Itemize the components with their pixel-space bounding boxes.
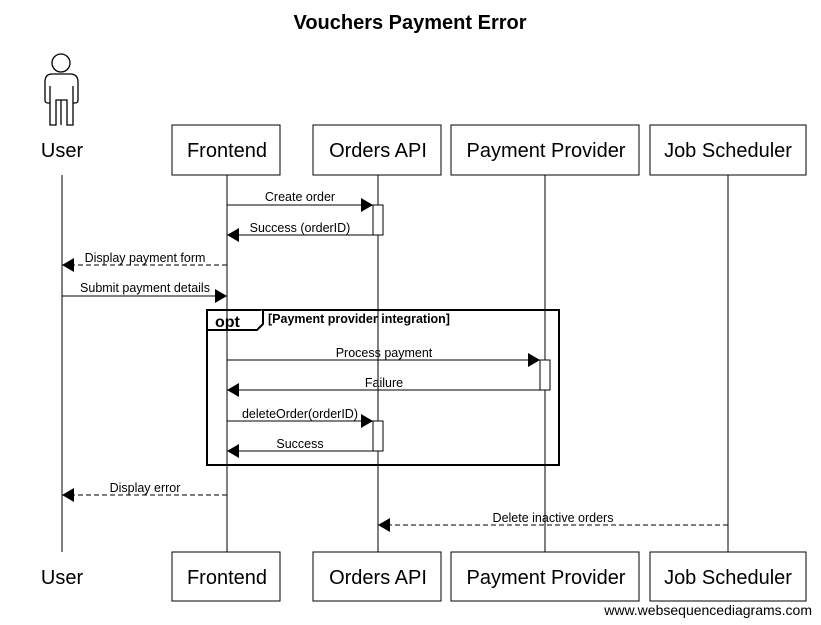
message-label: Delete inactive orders (493, 511, 614, 525)
message-display-error: Display error (62, 481, 227, 502)
message-delete-inactive-orders: Delete inactive orders (378, 511, 728, 532)
participant-label-user-bottom: User (41, 567, 84, 589)
message-success: Success (227, 437, 373, 458)
activation-orders-api-1 (372, 204, 384, 236)
participant-payment-provider-top: Payment Provider (450, 124, 640, 176)
message-label: Success (276, 437, 323, 451)
participant-orders-api-bottom: Orders API (312, 551, 442, 602)
participant-label-job-scheduler-bottom: Job Scheduler (664, 567, 792, 589)
message-submit-payment-details: Submit payment details (62, 281, 227, 303)
participant-label-payment-provider: Payment Provider (467, 140, 626, 162)
message-success-orderid: Success (orderID) (227, 221, 373, 242)
participant-label-user: User (41, 140, 84, 162)
message-create-order: Create order (227, 190, 373, 212)
message-display-payment-form: Display payment form (62, 251, 227, 272)
participant-job-scheduler-bottom: Job Scheduler (649, 551, 807, 602)
participant-label-frontend-bottom: Frontend (187, 567, 267, 589)
message-label: Display error (110, 481, 181, 495)
participant-frontend-bottom: Frontend (171, 551, 281, 602)
message-failure: Failure (227, 376, 540, 397)
frame-condition: [Payment provider integration] (268, 312, 450, 326)
frame-operator: opt (215, 314, 241, 331)
participant-orders-api-top: Orders API (312, 124, 442, 176)
message-label: Create order (265, 190, 335, 204)
actor-user-top: User (41, 53, 84, 162)
participant-job-scheduler-top: Job Scheduler (649, 124, 807, 176)
diagram-title: Vouchers Payment Error (293, 12, 526, 34)
person-icon (44, 53, 79, 126)
participant-label-frontend: Frontend (187, 140, 267, 162)
watermark-link[interactable]: www.websequencediagrams.com (603, 602, 812, 618)
participant-label-job-scheduler: Job Scheduler (664, 140, 792, 162)
message-label: deleteOrder(orderID) (242, 407, 358, 421)
message-label: Success (orderID) (250, 221, 351, 235)
participant-frontend-top: Frontend (171, 124, 281, 176)
participant-label-orders-api: Orders API (329, 140, 427, 162)
message-delete-order: deleteOrder(orderID) (227, 407, 373, 428)
activation-orders-api-2 (372, 420, 384, 452)
participant-label-orders-api-bottom: Orders API (329, 567, 427, 589)
message-label: Process payment (336, 346, 433, 360)
opt-frame: opt [Payment provider integration] (206, 309, 560, 466)
activation-payment-provider (539, 359, 551, 391)
participant-payment-provider-bottom: Payment Provider (450, 551, 640, 602)
message-label: Submit payment details (80, 281, 210, 295)
message-label: Display payment form (85, 251, 206, 265)
participant-label-payment-provider-bottom: Payment Provider (467, 567, 626, 589)
message-label: Failure (365, 376, 403, 390)
message-process-payment: Process payment (227, 346, 540, 367)
